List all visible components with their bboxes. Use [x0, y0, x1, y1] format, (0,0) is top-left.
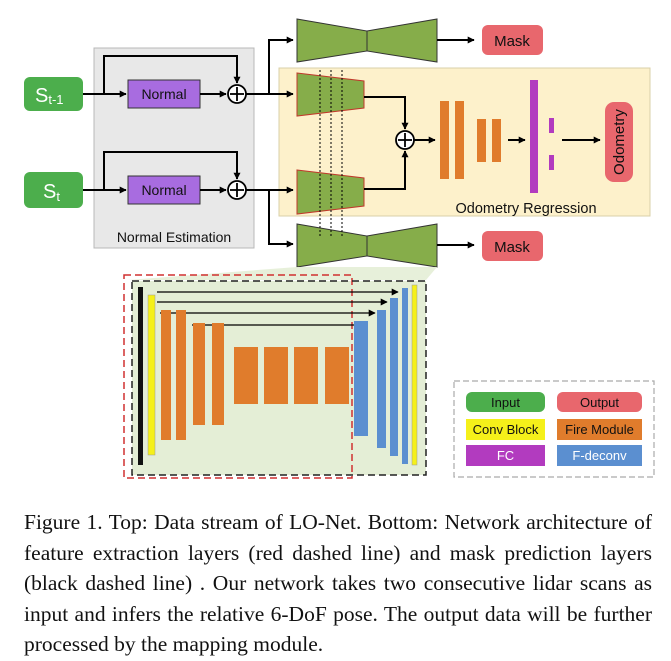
input-bar: [138, 287, 143, 465]
legend-f-deconv: F-deconv: [557, 445, 642, 466]
svg-text:FC: FC: [497, 448, 514, 463]
normal-estimation-label: Normal Estimation: [117, 229, 231, 245]
input-s-prev-label: St-1: [35, 85, 64, 107]
svg-text:Input: Input: [491, 395, 520, 410]
svg-text:Mask: Mask: [494, 33, 530, 50]
sum-node-bottom: [227, 180, 247, 200]
conv-block-right: [411, 284, 418, 466]
legend-fire-module: Fire Module: [557, 419, 642, 440]
input-s-curr-label: St: [43, 181, 60, 204]
svg-text:Output: Output: [580, 395, 619, 410]
connectors-top: [83, 36, 294, 98]
normal-estimation-region: [93, 47, 255, 249]
svg-text:Normal: Normal: [141, 182, 186, 198]
normal-block-bottom: Normal: [127, 175, 201, 205]
odometry-output: Odometry: [605, 102, 633, 182]
legend-box: [453, 380, 655, 478]
mask-output-bottom: Mask: [482, 231, 543, 261]
svg-text:Odometry: Odometry: [611, 109, 628, 175]
feature-extraction-outline: [123, 274, 353, 479]
fire-module-stack: [440, 101, 501, 179]
sum-node-top: [227, 84, 247, 104]
connectors-bottom: [83, 151, 294, 248]
figure-caption: Figure 1. Top: Data stream of LO-Net. Bo…: [24, 510, 652, 656]
encoder-to-merge-arrows: [364, 96, 436, 190]
deconv-layers: [354, 288, 408, 464]
mask-output-top: Mask: [482, 25, 543, 55]
fc-layers: [530, 80, 554, 193]
mask-arrows: [437, 36, 475, 249]
fire-modules: [161, 310, 349, 440]
zoom-wedge: [128, 267, 437, 280]
svg-text:Fire Module: Fire Module: [565, 422, 634, 437]
weight-sharing-lines: [319, 70, 343, 238]
svg-text:Conv Block: Conv Block: [473, 422, 539, 437]
legend-conv-block: Conv Block: [466, 419, 545, 440]
normal-block-top: Normal: [127, 79, 201, 109]
sum-node-merge: [395, 130, 415, 150]
legend-input: Input: [466, 392, 545, 412]
svg-text:Normal: Normal: [141, 86, 186, 102]
input-s-prev: St-1: [24, 77, 83, 111]
legend-fc: FC: [466, 445, 545, 466]
svg-text:Mask: Mask: [494, 239, 530, 256]
lonet-diagram: Normal Estimation Odometry Regression St…: [24, 18, 655, 479]
odometry-regression-label: Odometry Regression: [455, 201, 596, 217]
legend-output: Output: [557, 392, 642, 412]
mask-prediction-outline: [131, 280, 427, 476]
mask-network-top: [296, 18, 438, 63]
input-s-curr: St: [24, 172, 83, 208]
mask-network-bottom: [296, 223, 438, 268]
conv-block-left: [147, 294, 156, 456]
svg-text:F-deconv: F-deconv: [572, 448, 627, 463]
